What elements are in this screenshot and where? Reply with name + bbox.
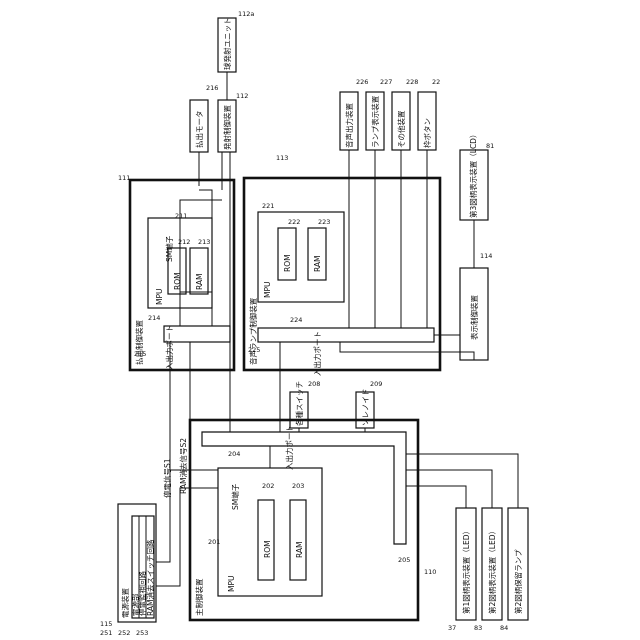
link-ram-clear <box>156 488 218 586</box>
main-rom-number: 202 <box>262 482 274 490</box>
payout-rom-label: ROM <box>173 272 182 290</box>
payout-board: 111 払出制御装置 MPU 214 SM端子 211 ROM 212 RAM … <box>118 174 234 370</box>
solenoid-number: 209 <box>370 380 382 388</box>
power-board-title: 電源装置 <box>120 588 130 618</box>
payout-board-number: 111 <box>118 174 130 182</box>
sound-io-inner-number: 224 <box>290 316 302 324</box>
link-main-to-led1 <box>406 486 466 508</box>
payout-io-label: 入出力ポート <box>164 325 174 370</box>
main-sm-number: 204 <box>228 450 240 458</box>
main-sm-label: SM端子 <box>230 483 240 510</box>
sound-rom-number: 222 <box>288 218 300 226</box>
payout-ram-label: RAM <box>195 273 204 290</box>
main-io-label: 入出力ポート <box>284 425 294 470</box>
sound-rom-label: ROM <box>283 254 292 272</box>
payout-mpu-label: MPU <box>155 289 164 305</box>
link-main-to-lamp <box>406 454 518 508</box>
lamp-display-number: 227 <box>380 78 392 86</box>
main-rom-box <box>258 500 274 580</box>
main-board: 110 主制御装置 MPU 201 SM端子 204 ROM 202 RAM 2… <box>190 420 436 620</box>
power-item-3-number: 253 <box>136 629 148 637</box>
other-devices-label: その他装置 <box>396 110 406 148</box>
main-ram-box <box>290 500 306 580</box>
lcd-label: 第3図柄表示装置（LCD） <box>468 131 478 218</box>
main-io-number: 205 <box>398 556 410 564</box>
switch-number: 208 <box>308 380 320 388</box>
display-control-label: 表示制御装置 <box>469 295 479 340</box>
frame-button-label: 枠ボタン <box>422 118 432 148</box>
second-pattern-hold-lamp-number: 84 <box>500 624 508 632</box>
payout-board-title: 払出制御装置 <box>134 320 144 365</box>
audio-output-number: 226 <box>356 78 368 86</box>
sound-mpu-number: 221 <box>262 202 274 210</box>
audio-output-label: 音声出力装置 <box>344 103 354 148</box>
payout-sm-label: SM端子 <box>164 235 174 262</box>
second-pattern-display-number: 83 <box>474 624 482 632</box>
payout-sm-number: 211 <box>175 212 187 220</box>
link-payout-io-up-2 <box>199 190 212 326</box>
main-mpu-number: 201 <box>208 538 220 546</box>
power-board-number: 115 <box>100 620 112 628</box>
lcd-number: 81 <box>486 142 494 150</box>
power-board: 115 電源装置 電源部 停電監視回路 RAM消去スイッチ回路 251 252 … <box>100 438 188 637</box>
sound-lamp-board-title: 音声ランプ制御装置 <box>248 297 258 365</box>
main-rom-label: ROM <box>263 540 272 558</box>
main-ram-label: RAM <box>295 541 304 558</box>
payout-io-number: 215 <box>134 350 146 358</box>
display-control-number: 114 <box>480 252 492 260</box>
main-board-title: 主制御装置 <box>194 578 204 616</box>
ram-clear-signal: RAM消去信号S2 <box>178 438 188 494</box>
ball-launch-unit-number: 112a <box>238 10 254 18</box>
ball-launch-unit-label: 球発射ユニット <box>222 18 232 71</box>
payout-mpu-number: 214 <box>148 314 160 322</box>
second-pattern-hold-lamp-label: 第2図柄保留ランプ <box>513 549 523 614</box>
main-mpu-label: MPU <box>227 576 236 592</box>
power-item-1-number: 251 <box>100 629 112 637</box>
sound-io-box <box>258 328 434 342</box>
payout-ram-number: 213 <box>198 238 210 246</box>
launch-control-number: 112 <box>236 92 248 100</box>
sound-io-number: 225 <box>248 346 260 354</box>
main-board-number: 110 <box>424 568 436 576</box>
other-devices-number: 228 <box>406 78 418 86</box>
sound-ram-number: 223 <box>318 218 330 226</box>
launch-control-label: 発射制御装置 <box>222 105 232 150</box>
main-board-frame <box>190 420 418 620</box>
display-devices: 第3図柄表示装置（LCD） 81 表示制御装置 114 <box>460 131 494 360</box>
power-item-2-number: 252 <box>118 629 130 637</box>
second-pattern-display-label: 第2図柄表示装置（LED） <box>487 527 497 614</box>
sound-lamp-board: 113 音声ランプ制御装置 MPU 221 ROM 222 RAM 223 入出… <box>244 154 440 376</box>
sound-io-label: 入出力ポート <box>312 331 322 376</box>
lamp-display-label: ランプ表示装置 <box>370 95 380 148</box>
sound-ram-label: RAM <box>313 255 322 272</box>
bottom-devices: 第1図柄表示装置（LED） 37 第2図柄表示装置（LED） 83 第2図柄保留… <box>448 508 528 632</box>
sound-lamp-board-number: 113 <box>276 154 288 162</box>
sound-mpu-label: MPU <box>263 282 272 298</box>
payout-motor-label: 払出モータ <box>194 111 204 149</box>
first-pattern-display-label: 第1図柄表示装置（LED） <box>461 527 471 614</box>
top-devices: 球発射ユニット 112a 払出モータ 216 発射制御装置 112 音声出力装置… <box>190 10 440 152</box>
power-item-3: RAM消去スイッチ回路 <box>145 539 155 616</box>
frame-button-number: 22 <box>432 78 440 86</box>
main-ram-number: 203 <box>292 482 304 490</box>
connections <box>156 72 518 586</box>
payout-motor-number: 216 <box>206 84 218 92</box>
first-pattern-display-number: 37 <box>448 624 456 632</box>
link-sound-to-display-a <box>340 342 474 360</box>
